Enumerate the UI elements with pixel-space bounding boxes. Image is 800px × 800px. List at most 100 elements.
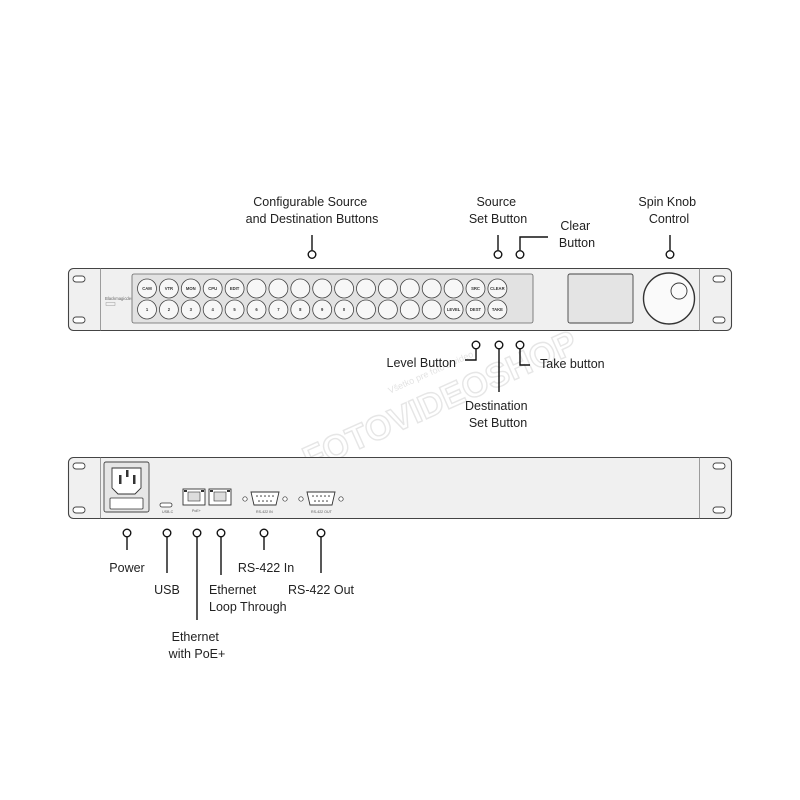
rs422-out-label: RS-422 OUT	[311, 510, 333, 514]
panel-button-blank-bottom-13[interactable]	[399, 299, 420, 320]
panel-button-blank-top-6[interactable]	[246, 278, 267, 299]
panel-button-blank-top-9[interactable]	[312, 278, 333, 299]
rs422-in-port[interactable]	[242, 491, 288, 506]
panel-button-blank-top-15[interactable]	[443, 278, 464, 299]
callout-destination-set: Destination Set Button	[465, 399, 531, 430]
panel-button-3[interactable]	[180, 299, 201, 320]
panel-button-blank-top-10[interactable]	[334, 278, 355, 299]
callout-spin-knob-line2: Control	[649, 212, 689, 226]
panel-button-label: VTR	[165, 286, 173, 291]
rack-mount-hole	[72, 275, 86, 283]
panel-button-label: EDIT	[230, 286, 240, 291]
spin-knob[interactable]	[642, 272, 696, 325]
callout-destination-line1: Destination	[465, 399, 528, 413]
callout-spin-knob-line1: Spin Knob	[638, 195, 696, 209]
callout-leaders	[122, 235, 675, 620]
usb-port-label: USB-C	[162, 510, 174, 514]
callout-power: Power	[109, 561, 144, 575]
panel-button-label: 8	[299, 307, 302, 312]
callout-rs422-out: RS-422 Out	[288, 583, 355, 597]
callout-clear-line1: Clear	[560, 219, 590, 233]
watermark: FOTOVIDEOSHOP Všetko pre foto a video	[296, 323, 583, 480]
callout-ethernet-loop: Ethernet Loop Through	[209, 583, 287, 614]
panel-button-dest[interactable]	[465, 299, 486, 320]
callout-usb: USB	[154, 583, 180, 597]
panel-button-level[interactable]	[443, 299, 464, 320]
callout-level: Level Button	[387, 356, 457, 370]
callout-source-set: Source Set Button	[469, 195, 527, 226]
panel-button-8[interactable]	[290, 299, 311, 320]
panel-button-blank-bottom-12[interactable]	[377, 299, 398, 320]
brand-model-mark	[105, 302, 116, 306]
callout-spin-knob: Spin Knob Control	[638, 195, 699, 226]
panel-button-6[interactable]	[246, 299, 267, 320]
panel-button-blank-bottom-11[interactable]	[356, 299, 376, 320]
panel-button-blank-top-11[interactable]	[356, 278, 376, 299]
panel-button-src[interactable]	[465, 278, 486, 299]
callout-ethernet-poe-line1: Ethernet	[172, 630, 220, 644]
callout-configurable-buttons: Configurable Source and Destination Butt…	[246, 195, 379, 226]
panel-button-blank-bottom-14[interactable]	[421, 299, 442, 320]
callout-ethernet-poe-line2: with PoE+	[168, 647, 226, 661]
panel-button-blank-top-7[interactable]	[268, 278, 289, 299]
panel-button-blank-top-13[interactable]	[399, 278, 420, 299]
panel-button-cam[interactable]	[137, 278, 157, 299]
rack-mount-hole	[712, 462, 726, 470]
callout-ethernet-loop-line1: Ethernet	[209, 583, 257, 597]
usb-c-port[interactable]	[159, 502, 173, 508]
panel-button-7[interactable]	[268, 299, 289, 320]
callout-destination-line2: Set Button	[469, 416, 527, 430]
panel-button-take[interactable]	[487, 299, 508, 320]
panel-button-clear[interactable]	[487, 278, 508, 299]
panel-button-label: 4	[212, 307, 215, 312]
panel-button-mon[interactable]	[180, 278, 201, 299]
panel-button-9[interactable]	[312, 299, 333, 320]
panel-button-vtr[interactable]	[158, 278, 179, 299]
callout-ethernet-loop-line2: Loop Through	[209, 600, 287, 614]
panel-button-edit[interactable]	[224, 278, 245, 299]
panel-button-label: 2	[168, 307, 171, 312]
rack-mount-hole	[72, 316, 86, 324]
callout-clear: Clear Button	[559, 219, 595, 250]
ethernet-loop-through-port[interactable]	[208, 488, 232, 506]
spin-knob-indicator	[670, 282, 688, 300]
ethernet-poe-port[interactable]	[182, 488, 206, 506]
panel-button-5[interactable]	[224, 299, 245, 320]
panel-button-label: CLEAR	[490, 286, 504, 291]
panel-button-2[interactable]	[158, 299, 179, 320]
panel-button-label: 7	[277, 307, 280, 312]
panel-button-label: 3	[190, 307, 193, 312]
callout-configurable-line2: and Destination Buttons	[246, 212, 379, 226]
panel-button-label: 9	[321, 307, 324, 312]
ethernet-port-label: PoE+	[192, 509, 201, 513]
panel-button-label: MON	[186, 286, 196, 291]
rack-mount-hole	[712, 506, 726, 514]
panel-button-1[interactable]	[137, 299, 157, 320]
panel-button-label: 1	[146, 307, 149, 312]
watermark-text: FOTOVIDEOSHOP	[297, 323, 583, 478]
panel-button-blank-top-14[interactable]	[421, 278, 442, 299]
callout-rs422-in: RS-422 In	[238, 561, 294, 575]
panel-button-0[interactable]	[334, 299, 355, 320]
power-inlet[interactable]	[103, 461, 150, 513]
panel-button-blank-top-12[interactable]	[377, 278, 398, 299]
rs422-in-label: RS-422 IN	[256, 510, 273, 514]
panel-button-cpu[interactable]	[202, 278, 223, 299]
callout-clear-line2: Button	[559, 236, 595, 250]
panel-button-blank-top-8[interactable]	[290, 278, 311, 299]
callout-source-set-line1: Source	[476, 195, 516, 209]
callout-configurable-line1: Configurable Source	[253, 195, 367, 209]
panel-button-label: TAKE	[492, 307, 503, 312]
rs422-out-port[interactable]	[298, 491, 344, 506]
lcd-display	[567, 273, 634, 324]
brand-logo: Blackmagicdesign	[105, 296, 139, 301]
rear-panel-chassis	[67, 456, 733, 520]
panel-button-label: DEST	[470, 307, 482, 312]
panel-button-label: SRC	[471, 286, 480, 291]
panel-button-label: LEVEL	[447, 307, 461, 312]
rack-mount-hole	[72, 462, 86, 470]
panel-button-4[interactable]	[202, 299, 223, 320]
